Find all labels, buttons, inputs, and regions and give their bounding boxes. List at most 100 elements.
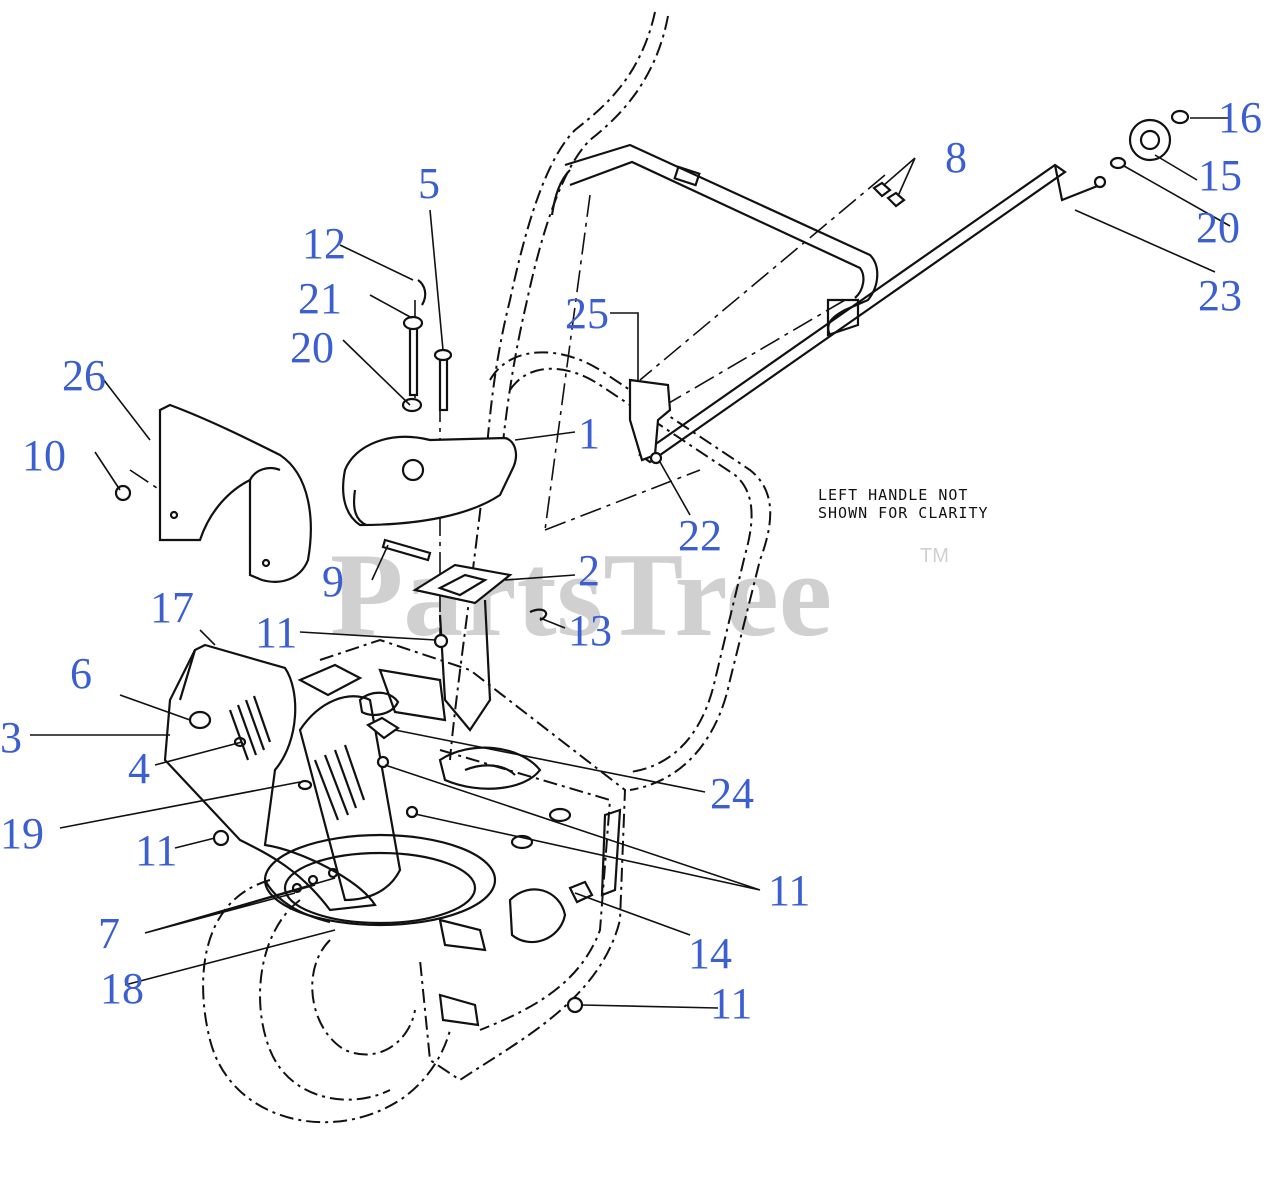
chute-plate (412, 563, 513, 605)
upper-handle-frame (564, 143, 879, 336)
screw-8a (872, 181, 892, 198)
frame-opening (438, 746, 542, 790)
frame-gear-housing (508, 888, 567, 944)
auger-wheel (311, 939, 416, 1056)
callout-11-right: 11 (768, 866, 810, 915)
chute-deflector (158, 403, 312, 583)
nut-11-bottom (566, 996, 584, 1014)
frame-boss-a (510, 834, 534, 850)
bolt-21-head (402, 315, 424, 331)
callout-20-left: 20 (290, 323, 334, 372)
chute-cover (342, 435, 518, 527)
upper-handle-frame-inner (569, 160, 865, 299)
chute-inner-face (298, 695, 402, 902)
chute-fastener (233, 736, 247, 748)
callout-23: 23 (1198, 271, 1242, 320)
deflector-fold (249, 466, 281, 481)
chute-cover-hole (401, 458, 425, 482)
screw-8b (886, 191, 906, 208)
right-handle (449, 11, 656, 761)
callout-14: 14 (688, 929, 732, 978)
frame-boss-b (548, 807, 572, 823)
callout-labels: 1 2 3 4 5 6 7 8 9 10 11 11 11 11 12 13 1… (0, 93, 1262, 1028)
centerline-c (639, 174, 886, 381)
chute-vents (228, 695, 366, 821)
chute-rim (178, 649, 197, 701)
chute-control-rod (638, 163, 1067, 464)
bushing-24 (365, 716, 400, 740)
chute-bracket (628, 378, 672, 462)
bolt-21 (408, 323, 419, 397)
callout-17: 17 (150, 583, 194, 632)
pin (649, 451, 663, 465)
centerline-b (544, 469, 701, 531)
callout-15: 15 (1198, 151, 1242, 200)
frame-bracket (378, 668, 447, 722)
crank-knob-hub (1139, 129, 1161, 151)
note-line-2: SHOWN FOR CLARITY (818, 504, 989, 522)
callout-24: 24 (710, 769, 754, 818)
washer-right (1109, 156, 1127, 170)
lower-handle-loop-inner (509, 367, 753, 773)
callout-9: 9 (322, 557, 344, 606)
pivot-rod (381, 538, 432, 562)
frame-tab-a (438, 918, 487, 952)
chute-ring-lip (264, 879, 331, 924)
watermark-trademark: TM (920, 545, 949, 567)
deflector-hole-2 (261, 558, 271, 568)
deflector-hole (169, 510, 179, 520)
callout-10: 10 (22, 431, 66, 480)
callout-8: 8 (945, 133, 967, 182)
clip-12 (417, 279, 427, 306)
frame-tab-b (438, 993, 480, 1027)
handle-label-plate (673, 165, 701, 187)
nut-11-frame-b (405, 805, 419, 819)
chute-bracket-lower (438, 599, 492, 732)
handle-bracket-left (550, 169, 571, 216)
bolt-5-head (433, 348, 453, 362)
leader-lines (30, 117, 1231, 1009)
frame-opening-inner (464, 764, 516, 776)
callout-22: 22 (678, 511, 722, 560)
callout-11-upper: 11 (255, 608, 297, 657)
centerline-a (544, 194, 591, 531)
callout-13: 13 (568, 606, 612, 655)
callout-2: 2 (578, 546, 600, 595)
callout-11-bottom: 11 (710, 979, 752, 1028)
rod-end (1093, 175, 1107, 189)
auger-housing (202, 879, 451, 1124)
callout-3: 3 (0, 713, 22, 762)
chute-rod-crank (1053, 164, 1101, 202)
chute-ring-inner (283, 851, 477, 925)
bolt-5 (438, 353, 449, 412)
chute-plate-slot (437, 573, 488, 597)
frame-panel (439, 749, 612, 1031)
callout-20-right: 20 (1196, 203, 1240, 252)
nut-11-upper (433, 633, 449, 649)
nut-11-left (212, 829, 230, 847)
auger-housing-inner (259, 899, 391, 1101)
callout-7: 7 (98, 909, 120, 958)
ring-bolt-c (327, 867, 339, 879)
callout-12: 12 (302, 219, 346, 268)
lower-handle-loop (489, 351, 772, 791)
frame-collar (358, 691, 400, 717)
callout-6: 6 (70, 649, 92, 698)
callout-4: 4 (128, 744, 150, 793)
callout-26: 26 (62, 351, 106, 400)
callout-18: 18 (100, 964, 144, 1013)
callout-5: 5 (418, 159, 440, 208)
callout-16: 16 (1218, 93, 1262, 142)
chute-knob (188, 710, 212, 730)
callout-21: 21 (298, 274, 342, 323)
callout-11-left: 11 (135, 826, 177, 875)
frame-plate (297, 663, 363, 697)
frame (319, 638, 627, 1082)
callout-25: 25 (565, 289, 609, 338)
frame-rail (600, 808, 622, 897)
crank-knob (1128, 118, 1172, 162)
discharge-chute (163, 643, 377, 912)
chute-cover-edge (352, 489, 367, 526)
nut-top (1170, 109, 1190, 125)
